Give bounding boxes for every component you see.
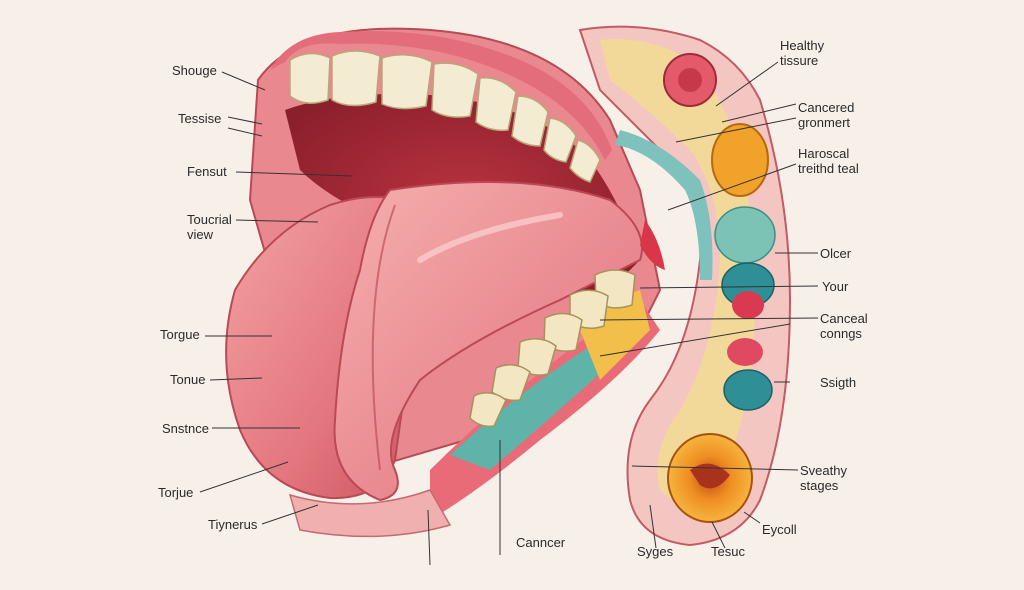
label-your: Your — [822, 279, 849, 294]
label-healthy: Healthy tissure — [780, 38, 824, 68]
lower-teal-tissue — [450, 340, 615, 470]
label-toucrial-line1: Toucrial — [187, 212, 232, 227]
upper-gum — [270, 31, 612, 160]
label-ssigth: Ssigth — [820, 375, 857, 390]
label-cancner: Canncer — [516, 535, 566, 550]
cross-section — [578, 25, 792, 547]
label-haroscal-line1: Haroscal — [798, 146, 850, 161]
label-canceal: Canceal conngs — [820, 311, 868, 341]
label-toucrial: Toucrial view — [187, 212, 232, 242]
label-snstnce: Snstnce — [162, 421, 209, 436]
label-canceal-line1: Canceal — [820, 311, 868, 326]
label-torgue: Torgue — [160, 327, 200, 342]
label-haroscal-line2: treithd teal — [798, 161, 859, 176]
label-healthy-line2: tissure — [780, 53, 819, 68]
label-sveathy: Sveathy stages — [800, 463, 847, 493]
label-olcer: Olcer — [820, 246, 852, 261]
label-canceal-line2: conngs — [820, 326, 862, 341]
lower-teeth — [469, 269, 636, 428]
label-cancered-line2: gronmert — [798, 115, 851, 130]
label-torjue: Torjue — [158, 485, 194, 500]
cancered-nodule — [711, 123, 769, 197]
label-tiynerus: Tiynerus — [208, 517, 258, 532]
lower-lip — [288, 489, 452, 538]
label-eycoll: Eycoll — [762, 522, 797, 537]
tongue-group — [225, 181, 643, 502]
red-wedge — [640, 220, 665, 270]
tongue-groove — [371, 204, 396, 471]
ssigth-nodule — [723, 369, 773, 411]
cross-section-teal-band — [615, 130, 713, 280]
label-tesuc: Tesuc — [711, 544, 745, 559]
label-healthy-line1: Healthy — [780, 38, 825, 53]
red-nodule — [727, 338, 763, 366]
tongue-right-lobe — [333, 181, 643, 502]
olcer-nodule — [714, 206, 776, 264]
leader-lines — [199, 61, 819, 566]
lower-jaw — [430, 269, 660, 520]
label-sveathy-line1: Sveathy — [800, 463, 847, 478]
label-shouge: Shouge — [172, 63, 217, 78]
label-cancered-line1: Cancered — [798, 100, 855, 115]
label-cancered: Cancered gronmert — [798, 100, 854, 130]
tongue-sheen — [417, 212, 563, 263]
label-fensut: Fensut — [187, 164, 227, 179]
lower-yellow-tissue — [580, 290, 650, 380]
canceal-nodule — [732, 291, 764, 319]
upper-teeth — [289, 50, 601, 183]
label-haroscal: Haroscal treithd teal — [798, 146, 859, 176]
label-tessise: Tessise — [178, 111, 222, 126]
label-sveathy-line2: stages — [800, 478, 839, 493]
label-toucrial-line2: view — [187, 227, 214, 242]
label-tonue: Tonue — [170, 372, 206, 387]
label-syges: Syges — [637, 544, 674, 559]
